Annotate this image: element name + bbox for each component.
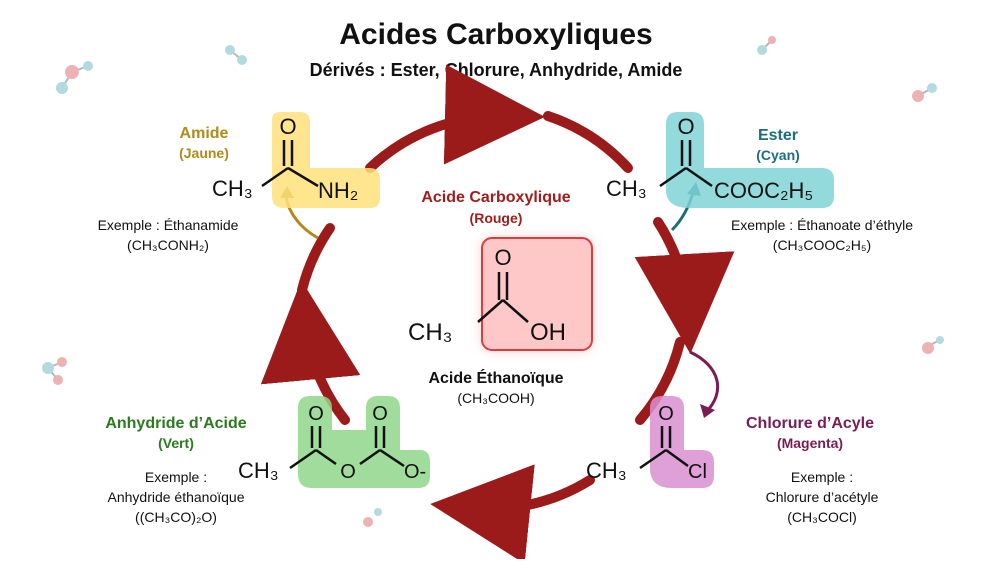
amide-name: Amide xyxy=(180,125,229,142)
amide-highlight xyxy=(272,112,380,208)
acid-atom-ch3: CH₃ xyxy=(408,319,452,346)
ester-atom-group: COOC₂H₅ xyxy=(714,178,813,203)
arc-chlorure-to-anhydride xyxy=(430,464,595,564)
amide-color-name: (Jaune) xyxy=(179,145,229,161)
reaction-cycle-ring xyxy=(260,64,735,564)
molecule-icon xyxy=(363,508,382,527)
anhydride-atom-o-bridge: O xyxy=(340,461,356,483)
acid-atom-oh: OH xyxy=(530,319,566,346)
chlorure-atom-o: O xyxy=(658,403,674,425)
anhydride-name: Anhydride d’Acide xyxy=(105,415,246,432)
anhydride-atom-o-end: O- xyxy=(404,461,426,483)
molecule-icon xyxy=(225,45,247,65)
anhydride-color-name: (Vert) xyxy=(158,435,194,451)
amide-example: Exemple : Éthanamide xyxy=(98,217,239,233)
chlorure-example: Chlorure d’acétyle xyxy=(766,489,879,505)
chlorure-example-label: Exemple : xyxy=(791,469,853,485)
chlorure-name: Chlorure d’Acyle xyxy=(746,415,874,432)
chlorure-highlight xyxy=(650,396,714,488)
chlorure-atom-ch3: CH₃ xyxy=(586,458,627,483)
chlorure-atom-cl: Cl xyxy=(688,461,707,483)
anhydride-example: Anhydride éthanoïque xyxy=(108,489,245,505)
chlorure-structure xyxy=(639,426,689,470)
arc-amide-to-ester xyxy=(365,64,545,173)
page-subtitle: Dérivés : Ester, Chlorure, Anhydride, Am… xyxy=(310,60,683,80)
chlorure-formula: (CH₃COCl) xyxy=(787,509,856,525)
arc-left-upper xyxy=(297,223,335,295)
molecule-icon xyxy=(42,357,67,385)
ester-atom-ch3: CH₃ xyxy=(606,176,647,201)
ester-name: Ester xyxy=(758,127,798,144)
anhydride-structure xyxy=(289,426,405,470)
amide-structure xyxy=(261,140,319,188)
acid-formula: (CH₃COOH) xyxy=(457,390,534,406)
arc-ester-to-chlorure xyxy=(634,217,735,354)
molecule-icon xyxy=(912,83,937,102)
acid-atom-o: O xyxy=(494,245,511,270)
ester-formula: (CH₃COOC₂H₅) xyxy=(773,237,871,253)
anhydride-highlight xyxy=(298,396,430,488)
chlorure-side-arrowhead xyxy=(700,404,715,418)
acid-example: Acide Éthanoïque xyxy=(428,368,563,387)
anhydride-example-label: Exemple : xyxy=(145,469,207,485)
amide-atom-o: O xyxy=(279,114,296,139)
molecule-icon xyxy=(757,36,776,55)
ester-color-name: (Cyan) xyxy=(756,147,800,163)
arc-anhydride-to-amide xyxy=(260,280,361,425)
arc-top-right xyxy=(543,111,633,173)
ester-atom-o: O xyxy=(677,114,694,139)
arc-right-lower xyxy=(635,337,685,425)
amide-atom-ch3: CH₃ xyxy=(212,176,253,201)
anhydride-atom-o2: O xyxy=(372,403,388,425)
anhydride-atom-ch3: CH₃ xyxy=(238,458,279,483)
acid-highlight-border xyxy=(481,237,593,351)
anhydride-formula: ((CH₃CO)₂O) xyxy=(135,509,217,525)
anhydride-atom-o1: O xyxy=(308,403,324,425)
chlorure-color-name: (Magenta) xyxy=(777,435,843,451)
acid-structure xyxy=(477,272,529,323)
page-title: Acides Carboxyliques xyxy=(339,18,652,51)
amide-formula: (CH₃CONH₂) xyxy=(127,237,209,253)
acid-color-name: (Rouge) xyxy=(470,210,523,226)
chlorure-side-arrow xyxy=(689,350,720,414)
amide-atom-nh2: NH₂ xyxy=(318,178,358,203)
acid-name: Acide Carboxylique xyxy=(421,189,570,206)
molecule-icon xyxy=(56,61,93,94)
ester-example: Exemple : Éthanoate d’éthyle xyxy=(731,217,913,233)
ester-structure xyxy=(659,140,713,188)
molecule-icon xyxy=(922,336,944,354)
acid-highlight xyxy=(482,238,592,350)
